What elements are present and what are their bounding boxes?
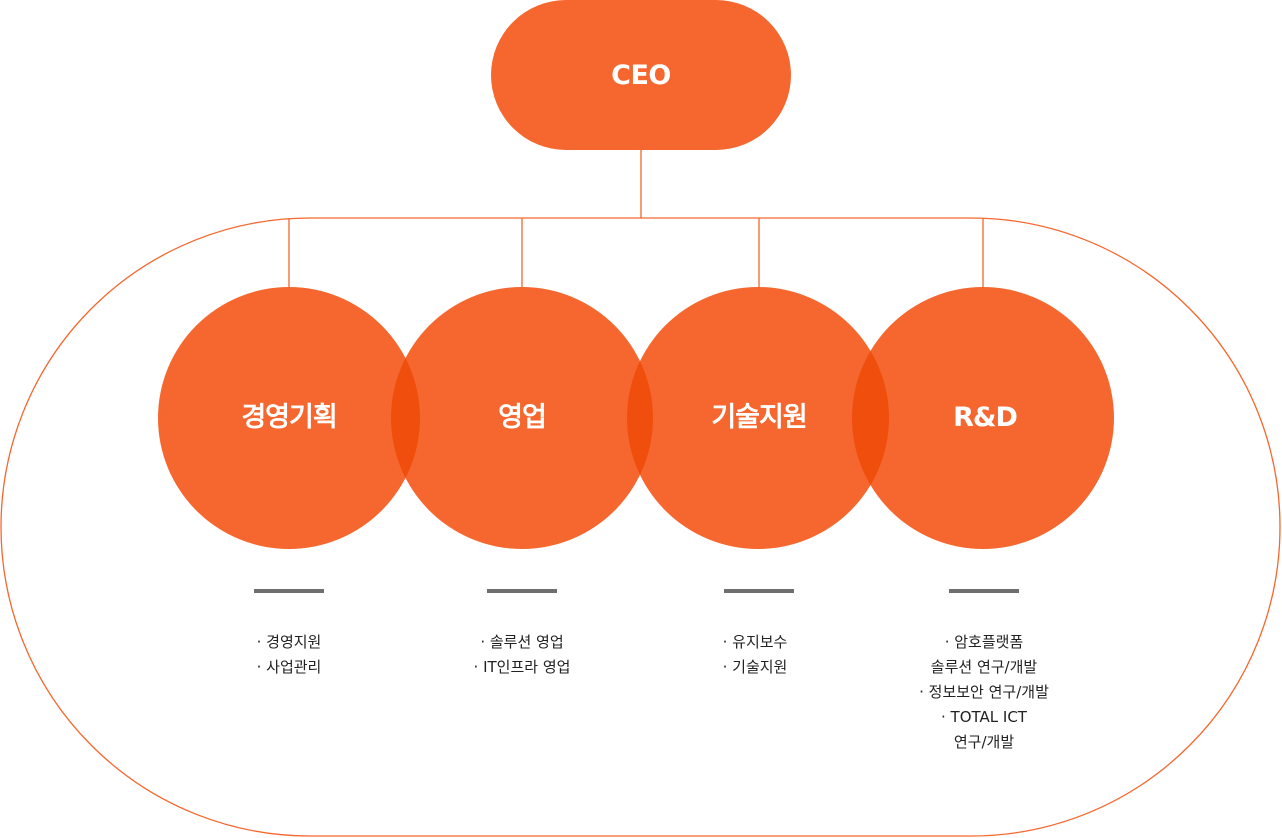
duty-item: · 솔루션 영업 [480, 633, 564, 651]
duties-list-rnd: · 암호플랫폼 솔루션 연구/개발 · 정보보안 연구/개발 · TOTAL I… [864, 630, 1104, 755]
duty-item: · IT인프라 영업 [473, 658, 571, 676]
duty-item: · 암호플랫폼 [944, 633, 1024, 651]
dept-divider-rnd [949, 589, 1019, 593]
duties-list-management: · 경영지원 · 사업관리 [169, 630, 409, 680]
dept-name-management: 경영기획 [241, 402, 337, 433]
dept-circle-management [158, 287, 420, 549]
ceo-node: CEO [491, 0, 791, 150]
duty-item: · 유지보수 [722, 633, 788, 651]
dept-name-tech-support: 기술지원 [711, 402, 807, 433]
ceo-label: CEO [611, 59, 671, 91]
duty-item: · 경영지원 [256, 633, 322, 651]
duty-item: 연구/개발 [953, 733, 1015, 751]
dept-name-sales: 영업 [498, 402, 547, 433]
dept-name-rnd: R&D [953, 402, 1018, 433]
duty-item: · 기술지원 [722, 658, 788, 676]
duty-item: · 사업관리 [256, 658, 322, 676]
dept-circle-sales [391, 287, 653, 549]
dept-divider-management [254, 589, 324, 593]
dept-circle-tech-support [627, 287, 889, 549]
duty-item: · TOTAL ICT [941, 708, 1027, 726]
duty-item: · 정보보안 연구/개발 [919, 683, 1049, 701]
dept-circle-rnd [852, 287, 1114, 549]
duty-item: 솔루션 연구/개발 [930, 658, 1038, 676]
duties-list-sales: · 솔루션 영업 · IT인프라 영업 [402, 630, 642, 680]
dept-divider-tech-support [724, 589, 794, 593]
duties-list-tech-support: · 유지보수 · 기술지원 [635, 630, 875, 680]
dept-divider-sales [487, 589, 557, 593]
